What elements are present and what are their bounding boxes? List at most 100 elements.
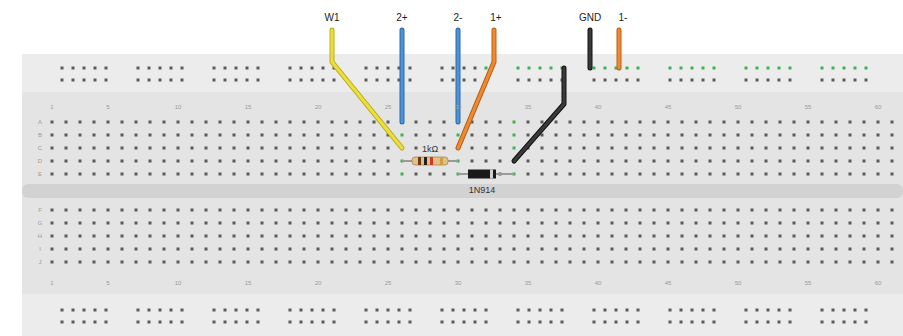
hole <box>527 173 530 176</box>
hole <box>94 79 97 82</box>
hole <box>235 79 238 82</box>
hole <box>205 209 208 212</box>
column-number: 60 <box>875 280 882 286</box>
column-number: 55 <box>805 280 812 286</box>
hole <box>235 321 238 324</box>
hole <box>322 321 325 324</box>
hole <box>625 160 628 163</box>
hole <box>681 121 684 124</box>
hole <box>219 248 222 251</box>
hole <box>121 235 124 238</box>
hole <box>604 67 607 70</box>
hole <box>539 79 542 82</box>
jumper-wire <box>619 30 620 68</box>
hole <box>275 160 278 163</box>
hole <box>149 222 152 225</box>
hole <box>667 173 670 176</box>
hole <box>891 209 894 212</box>
hole <box>751 160 754 163</box>
hole <box>443 147 446 150</box>
hole <box>807 209 810 212</box>
hole <box>275 222 278 225</box>
hole <box>443 121 446 124</box>
hole <box>452 67 455 70</box>
row-letter: H <box>38 233 42 239</box>
hole <box>463 309 466 312</box>
hole <box>191 235 194 238</box>
wire-core <box>332 30 402 148</box>
hole <box>322 67 325 70</box>
hole <box>513 222 516 225</box>
hole <box>765 147 768 150</box>
hole <box>681 248 684 251</box>
hole <box>401 235 404 238</box>
hole <box>322 79 325 82</box>
hole <box>65 248 68 251</box>
hole <box>891 222 894 225</box>
hole <box>205 261 208 264</box>
hole <box>105 67 108 70</box>
hole <box>877 248 880 251</box>
hole <box>485 209 488 212</box>
hole <box>401 134 404 137</box>
hole <box>205 235 208 238</box>
hole <box>849 160 852 163</box>
hole <box>257 79 260 82</box>
jumper-wire <box>332 30 402 148</box>
hole <box>429 222 432 225</box>
hole <box>177 235 180 238</box>
hole <box>611 235 614 238</box>
hole <box>695 248 698 251</box>
wire-edge <box>458 30 494 148</box>
hole <box>331 121 334 124</box>
hole <box>653 222 656 225</box>
hole <box>219 209 222 212</box>
hole <box>807 222 810 225</box>
hole <box>345 235 348 238</box>
hole <box>832 309 835 312</box>
hole <box>541 121 544 124</box>
hole <box>233 235 236 238</box>
hole <box>863 147 866 150</box>
hole <box>528 321 531 324</box>
hole <box>765 173 768 176</box>
hole <box>527 134 530 137</box>
wire-label: 1+ <box>490 13 501 23</box>
hole <box>737 209 740 212</box>
hole <box>779 248 782 251</box>
hole <box>94 309 97 312</box>
hole <box>311 309 314 312</box>
hole <box>849 209 852 212</box>
hole <box>751 147 754 150</box>
hole <box>667 222 670 225</box>
hole <box>289 147 292 150</box>
wire-edge <box>514 68 564 161</box>
hole <box>793 160 796 163</box>
hole <box>51 160 54 163</box>
hole <box>499 235 502 238</box>
hole <box>387 67 390 70</box>
wire-edge <box>400 30 405 122</box>
hole <box>843 67 846 70</box>
hole <box>135 160 138 163</box>
hole <box>835 134 838 137</box>
hole <box>835 261 838 264</box>
hole <box>159 309 162 312</box>
hole <box>457 235 460 238</box>
hole <box>695 222 698 225</box>
wire-label: W1 <box>325 13 340 23</box>
hole <box>331 173 334 176</box>
hole <box>767 67 770 70</box>
hole <box>415 121 418 124</box>
hole <box>835 147 838 150</box>
hole <box>681 173 684 176</box>
hole <box>637 79 640 82</box>
hole <box>667 261 670 264</box>
hole <box>597 209 600 212</box>
hole <box>723 134 726 137</box>
hole <box>669 309 672 312</box>
hole <box>51 209 54 212</box>
hole <box>213 321 216 324</box>
hole <box>527 121 530 124</box>
hole <box>821 222 824 225</box>
